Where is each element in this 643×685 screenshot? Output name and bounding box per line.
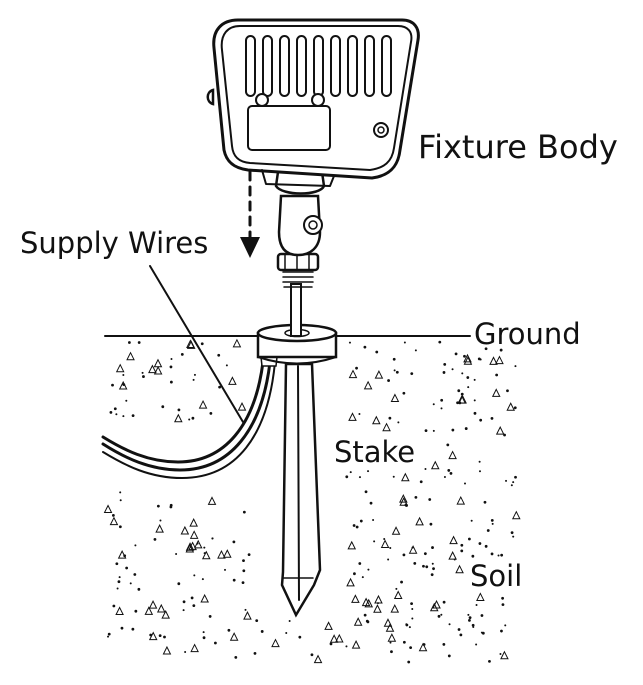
cooling-fin xyxy=(313,35,324,97)
ground-label: Ground xyxy=(474,317,581,351)
supply-wires-leader-line xyxy=(149,265,244,423)
cooling-fins xyxy=(245,35,392,97)
stake xyxy=(256,323,338,618)
swivel-knuckle xyxy=(274,170,326,257)
threaded-stem xyxy=(276,252,320,337)
assembly-arrow xyxy=(240,170,260,258)
cooling-fin xyxy=(364,35,375,97)
cooling-fin xyxy=(245,35,256,97)
cooling-fin xyxy=(347,35,358,97)
fixture-body xyxy=(206,18,420,187)
cooling-fin xyxy=(279,35,290,97)
stake-label: Stake xyxy=(334,435,415,469)
soil-region xyxy=(103,338,521,664)
supply-wires-label: Supply Wires xyxy=(20,226,208,260)
cooling-fin xyxy=(296,35,307,97)
cooling-fin xyxy=(330,35,341,97)
cooling-fin xyxy=(381,35,392,97)
cooling-fin xyxy=(262,35,273,97)
fixture-body-label: Fixture Body xyxy=(418,128,618,166)
soil-label: Soil xyxy=(470,559,522,593)
supply-wires xyxy=(101,347,279,479)
